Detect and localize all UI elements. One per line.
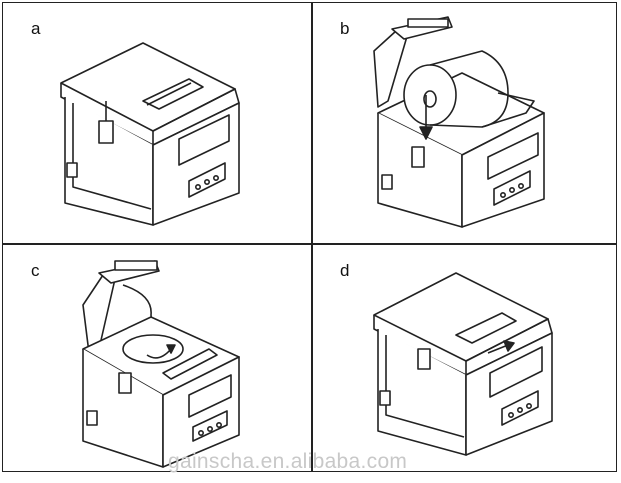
panel-label-b: b xyxy=(340,19,350,38)
printer-closed-paper-out-illustration xyxy=(373,272,553,456)
lid-latch-icon xyxy=(98,120,114,144)
rotate-arrow-icon xyxy=(146,348,172,359)
printer-closed-illustration xyxy=(60,42,240,226)
printer-open-insert-roll-illustration xyxy=(373,16,545,228)
panel-d: d xyxy=(312,245,618,483)
panel-b: b xyxy=(312,3,618,241)
instruction-grid: a b xyxy=(2,2,617,472)
paper-roll-icon xyxy=(122,334,184,364)
grid-divider-vertical xyxy=(311,3,313,471)
panel-label-c: c xyxy=(31,261,40,280)
watermark-text: gainscha.en.alibaba.com xyxy=(168,450,408,473)
panel-c: c xyxy=(3,245,309,483)
panel-a: a xyxy=(3,3,309,241)
panel-label-d: d xyxy=(340,261,350,280)
printer-roll-seated-illustration xyxy=(82,260,240,468)
grid-divider-horizontal xyxy=(3,243,616,245)
panel-label-a: a xyxy=(31,19,41,38)
right-arrow-icon xyxy=(487,344,509,354)
paper-roll-icon xyxy=(403,64,457,126)
